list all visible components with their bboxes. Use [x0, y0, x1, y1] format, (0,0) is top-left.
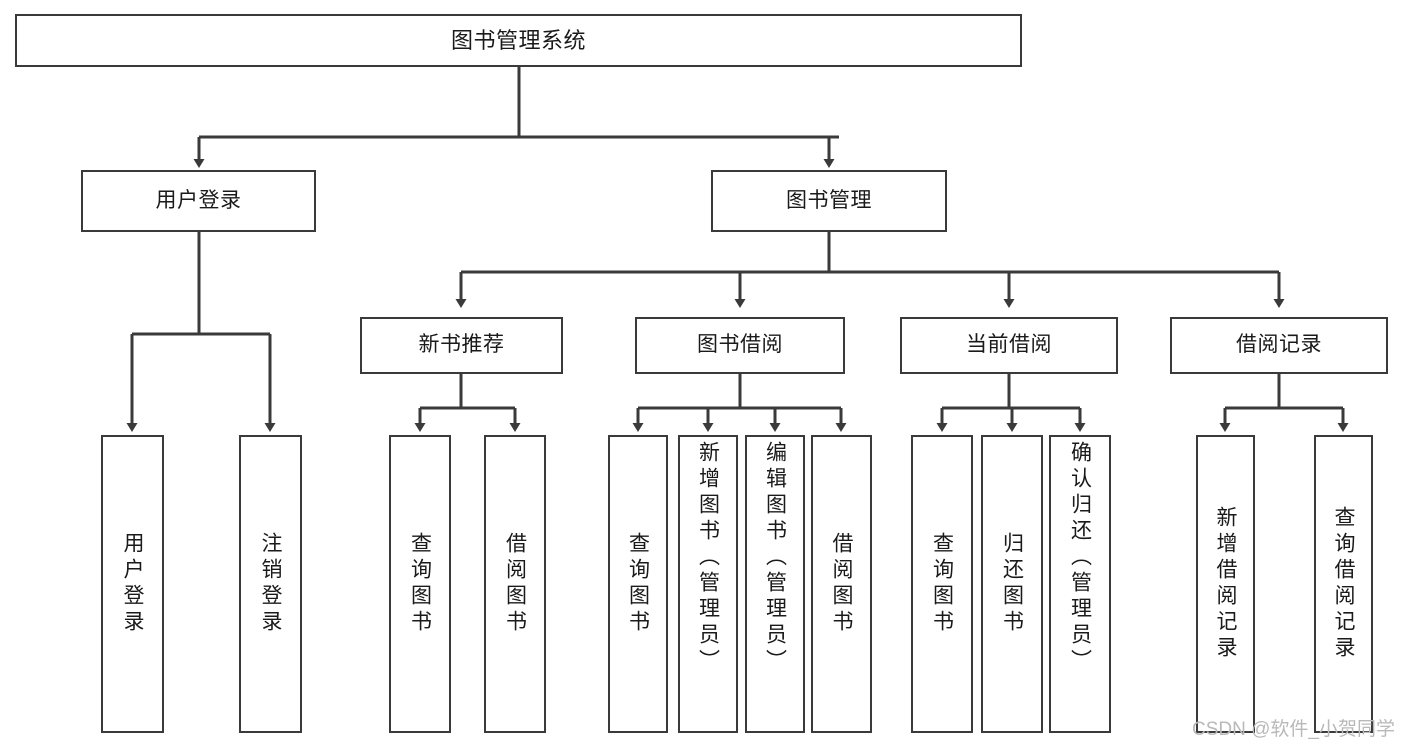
leaf-return-book-label: 归还图书	[1000, 532, 1024, 636]
leaf-add-book[interactable]: 新增图书（管理员）	[678, 435, 738, 733]
leaf-user-logout-label: 注销登录	[259, 532, 282, 636]
node-book-borrow[interactable]: 图书借阅	[635, 317, 845, 374]
node-root-label: 图书管理系统	[450, 27, 586, 53]
node-new-book-recommend-label: 新书推荐	[418, 333, 505, 357]
leaf-add-book-label: 新增图书（管理员）	[696, 441, 720, 675]
leaf-query-book-2-label: 查询图书	[626, 532, 650, 636]
node-user-login[interactable]: 用户登录	[81, 170, 316, 232]
leaf-borrow-book-1-label: 借阅图书	[503, 532, 527, 636]
leaf-query-book-1-label: 查询图书	[408, 532, 432, 636]
node-borrow-record-label: 借阅记录	[1236, 333, 1322, 357]
leaf-query-record-label: 查询借阅记录	[1332, 506, 1355, 662]
leaf-confirm-return[interactable]: 确认归还（管理员）	[1049, 435, 1111, 733]
node-new-book-recommend[interactable]: 新书推荐	[360, 317, 563, 374]
leaf-edit-book-label: 编辑图书（管理员）	[763, 441, 787, 675]
leaf-query-book-3-label: 查询图书	[930, 532, 954, 636]
node-book-borrow-label: 图书借阅	[697, 333, 783, 357]
leaf-user-logout[interactable]: 注销登录	[239, 435, 302, 733]
node-current-borrow[interactable]: 当前借阅	[900, 317, 1118, 374]
leaf-query-book-2[interactable]: 查询图书	[608, 435, 668, 733]
node-user-login-label: 用户登录	[155, 188, 242, 212]
leaf-user-login[interactable]: 用户登录	[101, 435, 164, 733]
leaf-borrow-book-2[interactable]: 借阅图书	[811, 435, 872, 733]
leaf-edit-book[interactable]: 编辑图书（管理员）	[745, 435, 805, 733]
leaf-add-record[interactable]: 新增借阅记录	[1196, 435, 1255, 733]
leaf-user-login-label: 用户登录	[121, 532, 144, 636]
csdn-watermark: CSDN @软件_小贺同学	[1192, 719, 1395, 740]
leaf-borrow-book-1[interactable]: 借阅图书	[484, 435, 546, 733]
leaf-borrow-book-2-label: 借阅图书	[830, 532, 853, 636]
node-root[interactable]: 图书管理系统	[15, 14, 1022, 67]
leaf-return-book[interactable]: 归还图书	[981, 435, 1043, 733]
node-current-borrow-label: 当前借阅	[966, 333, 1052, 357]
leaf-query-book-1[interactable]: 查询图书	[389, 435, 451, 733]
leaf-query-book-3[interactable]: 查询图书	[911, 435, 973, 733]
leaf-confirm-return-label: 确认归还（管理员）	[1068, 441, 1092, 675]
node-book-manage-label: 图书管理	[786, 188, 872, 212]
leaf-add-record-label: 新增借阅记录	[1214, 506, 1237, 662]
leaf-query-record[interactable]: 查询借阅记录	[1314, 435, 1373, 733]
node-borrow-record[interactable]: 借阅记录	[1170, 317, 1388, 374]
node-book-manage[interactable]: 图书管理	[711, 170, 947, 232]
